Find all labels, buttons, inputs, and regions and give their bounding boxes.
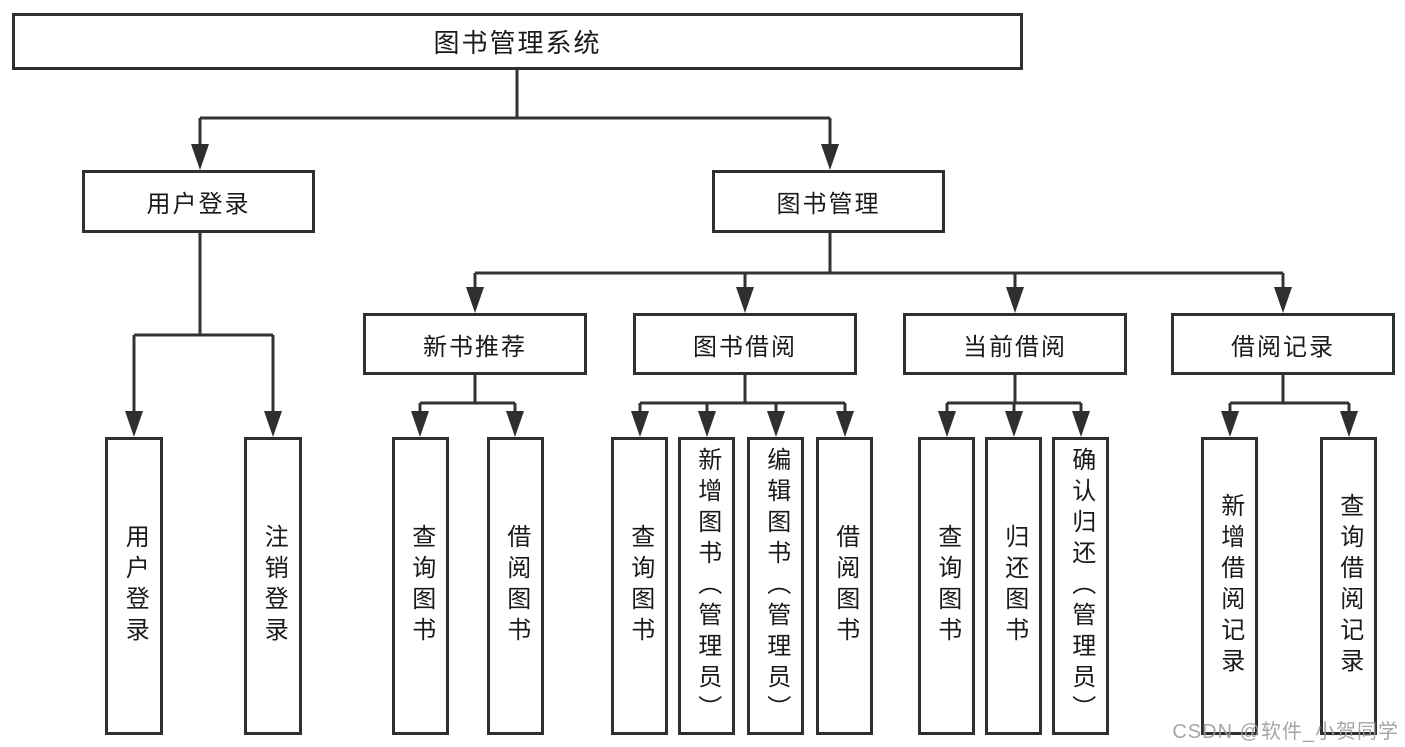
node-recommend-borrow-books: 借阅图书 [487, 437, 544, 735]
node-borrowing-borrow-books-label: 借阅图书 [831, 524, 859, 648]
node-borrowing-borrow-books: 借阅图书 [816, 437, 873, 735]
node-user-login-leaf: 用户登录 [105, 437, 163, 735]
node-user-login-branch: 用户登录 [82, 170, 315, 233]
node-borrowing-records: 借阅记录 [1171, 313, 1395, 375]
edge-borrowing-records-to-leaves [1228, 375, 1351, 413]
node-logout: 注销登录 [244, 437, 302, 735]
node-borrowing-edit-books-admin-label: 编辑图书（管理员） [762, 446, 790, 726]
arrowhead-icon [767, 411, 785, 437]
node-borrowing-edit-books-admin: 编辑图书（管理员） [747, 437, 804, 735]
node-library-management-system-label: 图书管理系统 [433, 28, 602, 58]
node-records-query-borrow-record-label: 查询借阅记录 [1335, 493, 1363, 679]
csdn-watermark: CSDN @软件_小贺同学 [1172, 721, 1399, 743]
node-current-query-books-label: 查询图书 [933, 524, 961, 648]
node-records-add-borrow-record: 新增借阅记录 [1201, 437, 1258, 735]
arrowhead-icon [631, 411, 649, 437]
node-recommend-query-books: 查询图书 [392, 437, 449, 735]
arrowhead-icon [938, 411, 956, 437]
node-current-return-books: 归还图书 [985, 437, 1042, 735]
node-current-confirm-return-admin-label: 确认归还（管理员） [1067, 446, 1095, 726]
node-records-add-borrow-record-label: 新增借阅记录 [1216, 493, 1244, 679]
node-current-query-books: 查询图书 [918, 437, 975, 735]
arrowhead-icon [1274, 287, 1292, 313]
edge-user-login-to-leaves [132, 233, 275, 413]
node-borrowing-add-books-admin: 新增图书（管理员） [678, 437, 735, 735]
arrowhead-icon [191, 144, 209, 170]
node-current-confirm-return-admin: 确认归还（管理员） [1052, 437, 1109, 735]
node-recommend-query-books-label: 查询图书 [407, 524, 435, 648]
node-borrowing-query-books-label: 查询图书 [626, 524, 654, 648]
node-current-borrowing: 当前借阅 [903, 313, 1127, 375]
node-borrowing-records-label: 借阅记录 [1231, 333, 1335, 361]
arrowhead-icon [698, 411, 716, 437]
arrowhead-icon [264, 411, 282, 437]
edge-new-book-recommendation-to-leaves [418, 375, 517, 413]
node-user-login-leaf-label: 用户登录 [121, 524, 149, 648]
node-borrowing-query-books: 查询图书 [611, 437, 668, 735]
arrowhead-icon [125, 411, 143, 437]
node-records-query-borrow-record: 查询借阅记录 [1320, 437, 1377, 735]
node-book-borrowing-label: 图书借阅 [693, 333, 797, 361]
arrowhead-icon [836, 411, 854, 437]
arrowhead-icon [1340, 411, 1358, 437]
node-user-login-branch-label: 用户登录 [146, 191, 251, 218]
edge-book-borrowing-to-leaves [638, 375, 847, 413]
arrowhead-icon [466, 287, 484, 313]
node-recommend-borrow-books-label: 借阅图书 [502, 524, 530, 648]
node-new-book-recommendation: 新书推荐 [363, 313, 587, 375]
node-current-borrowing-label: 当前借阅 [963, 333, 1067, 361]
arrowhead-icon [1072, 411, 1090, 437]
arrowhead-icon [821, 144, 839, 170]
node-borrowing-add-books-admin-label: 新增图书（管理员） [693, 446, 721, 726]
arrowhead-icon [736, 287, 754, 313]
node-book-borrowing: 图书借阅 [633, 313, 857, 375]
edge-root-to-level2 [198, 70, 832, 146]
node-library-management-system: 图书管理系统 [12, 13, 1023, 70]
node-book-management-label: 图书管理 [776, 191, 881, 218]
arrowheads [125, 144, 1358, 437]
node-current-return-books-label: 归还图书 [1000, 524, 1028, 648]
tree-edges [132, 70, 1351, 413]
arrowhead-icon [1005, 411, 1023, 437]
node-book-management: 图书管理 [712, 170, 945, 233]
node-logout-label: 注销登录 [260, 524, 288, 648]
edge-current-borrowing-to-leaves [945, 375, 1083, 413]
arrowhead-icon [506, 411, 524, 437]
arrowhead-icon [1221, 411, 1239, 437]
arrowhead-icon [1006, 287, 1024, 313]
edge-book-management-to-level3 [473, 233, 1285, 289]
arrowhead-icon [411, 411, 429, 437]
node-new-book-recommendation-label: 新书推荐 [423, 333, 527, 361]
